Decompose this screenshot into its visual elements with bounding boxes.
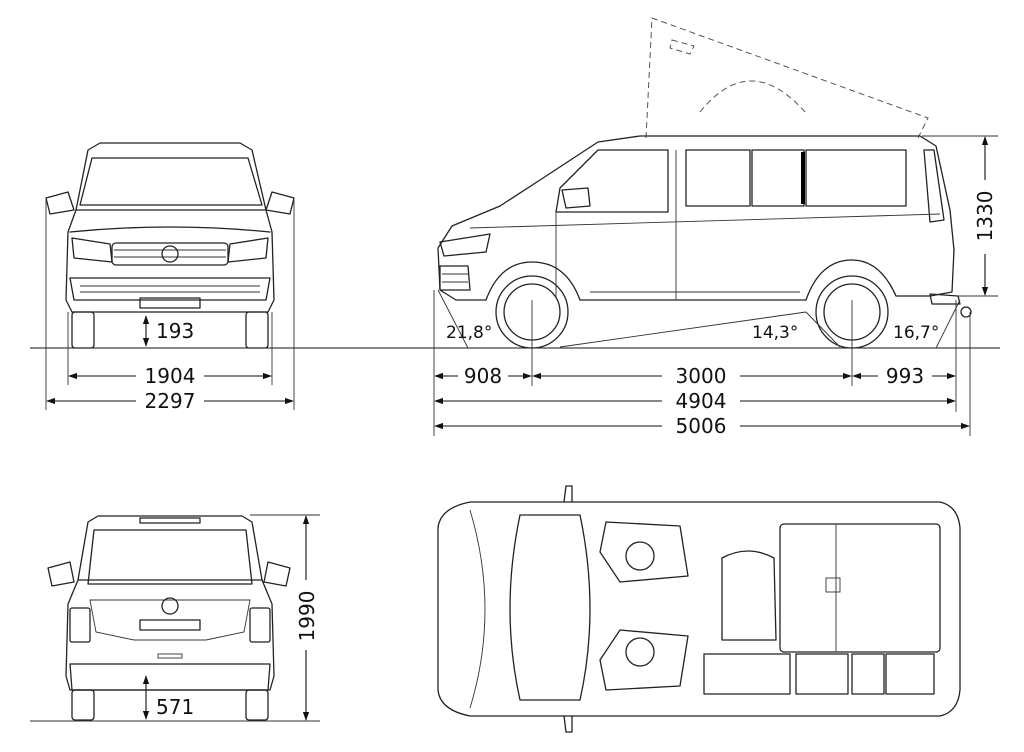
angle-ramp-breakover: 14,3° <box>752 323 798 343</box>
top-view <box>437 485 961 733</box>
dim-rear-ground-clearance: 571 <box>156 695 194 719</box>
dim-height: 1330 <box>973 191 997 242</box>
pop-up-roof <box>645 17 929 139</box>
side-view: 21,8° 14,3° 16,7° 1330 908 3000 993 4904 <box>433 17 998 438</box>
dim-height-rear: 1990 <box>295 591 319 642</box>
swivel-seat-icon <box>625 637 655 667</box>
vw-logo-icon <box>161 597 179 615</box>
dim-track-width: 1904 <box>145 364 196 388</box>
angle-departure: 16,7° <box>893 323 939 343</box>
swivel-seat-icon <box>625 541 655 571</box>
front-view: 193 1904 2297 <box>45 142 295 413</box>
angle-approach: 21,8° <box>446 323 492 343</box>
dim-length: 4904 <box>676 389 727 413</box>
dim-rear-overhang: 993 <box>886 364 924 388</box>
dim-length-towbar: 5006 <box>676 414 727 438</box>
dim-front-overhang: 908 <box>464 364 502 388</box>
dim-ground-clearance: 193 <box>156 319 194 343</box>
vw-logo-icon <box>161 245 179 263</box>
dim-overall-width: 2297 <box>145 389 196 413</box>
rear-view: 571 1990 <box>30 514 320 722</box>
dim-wheelbase: 3000 <box>676 364 727 388</box>
